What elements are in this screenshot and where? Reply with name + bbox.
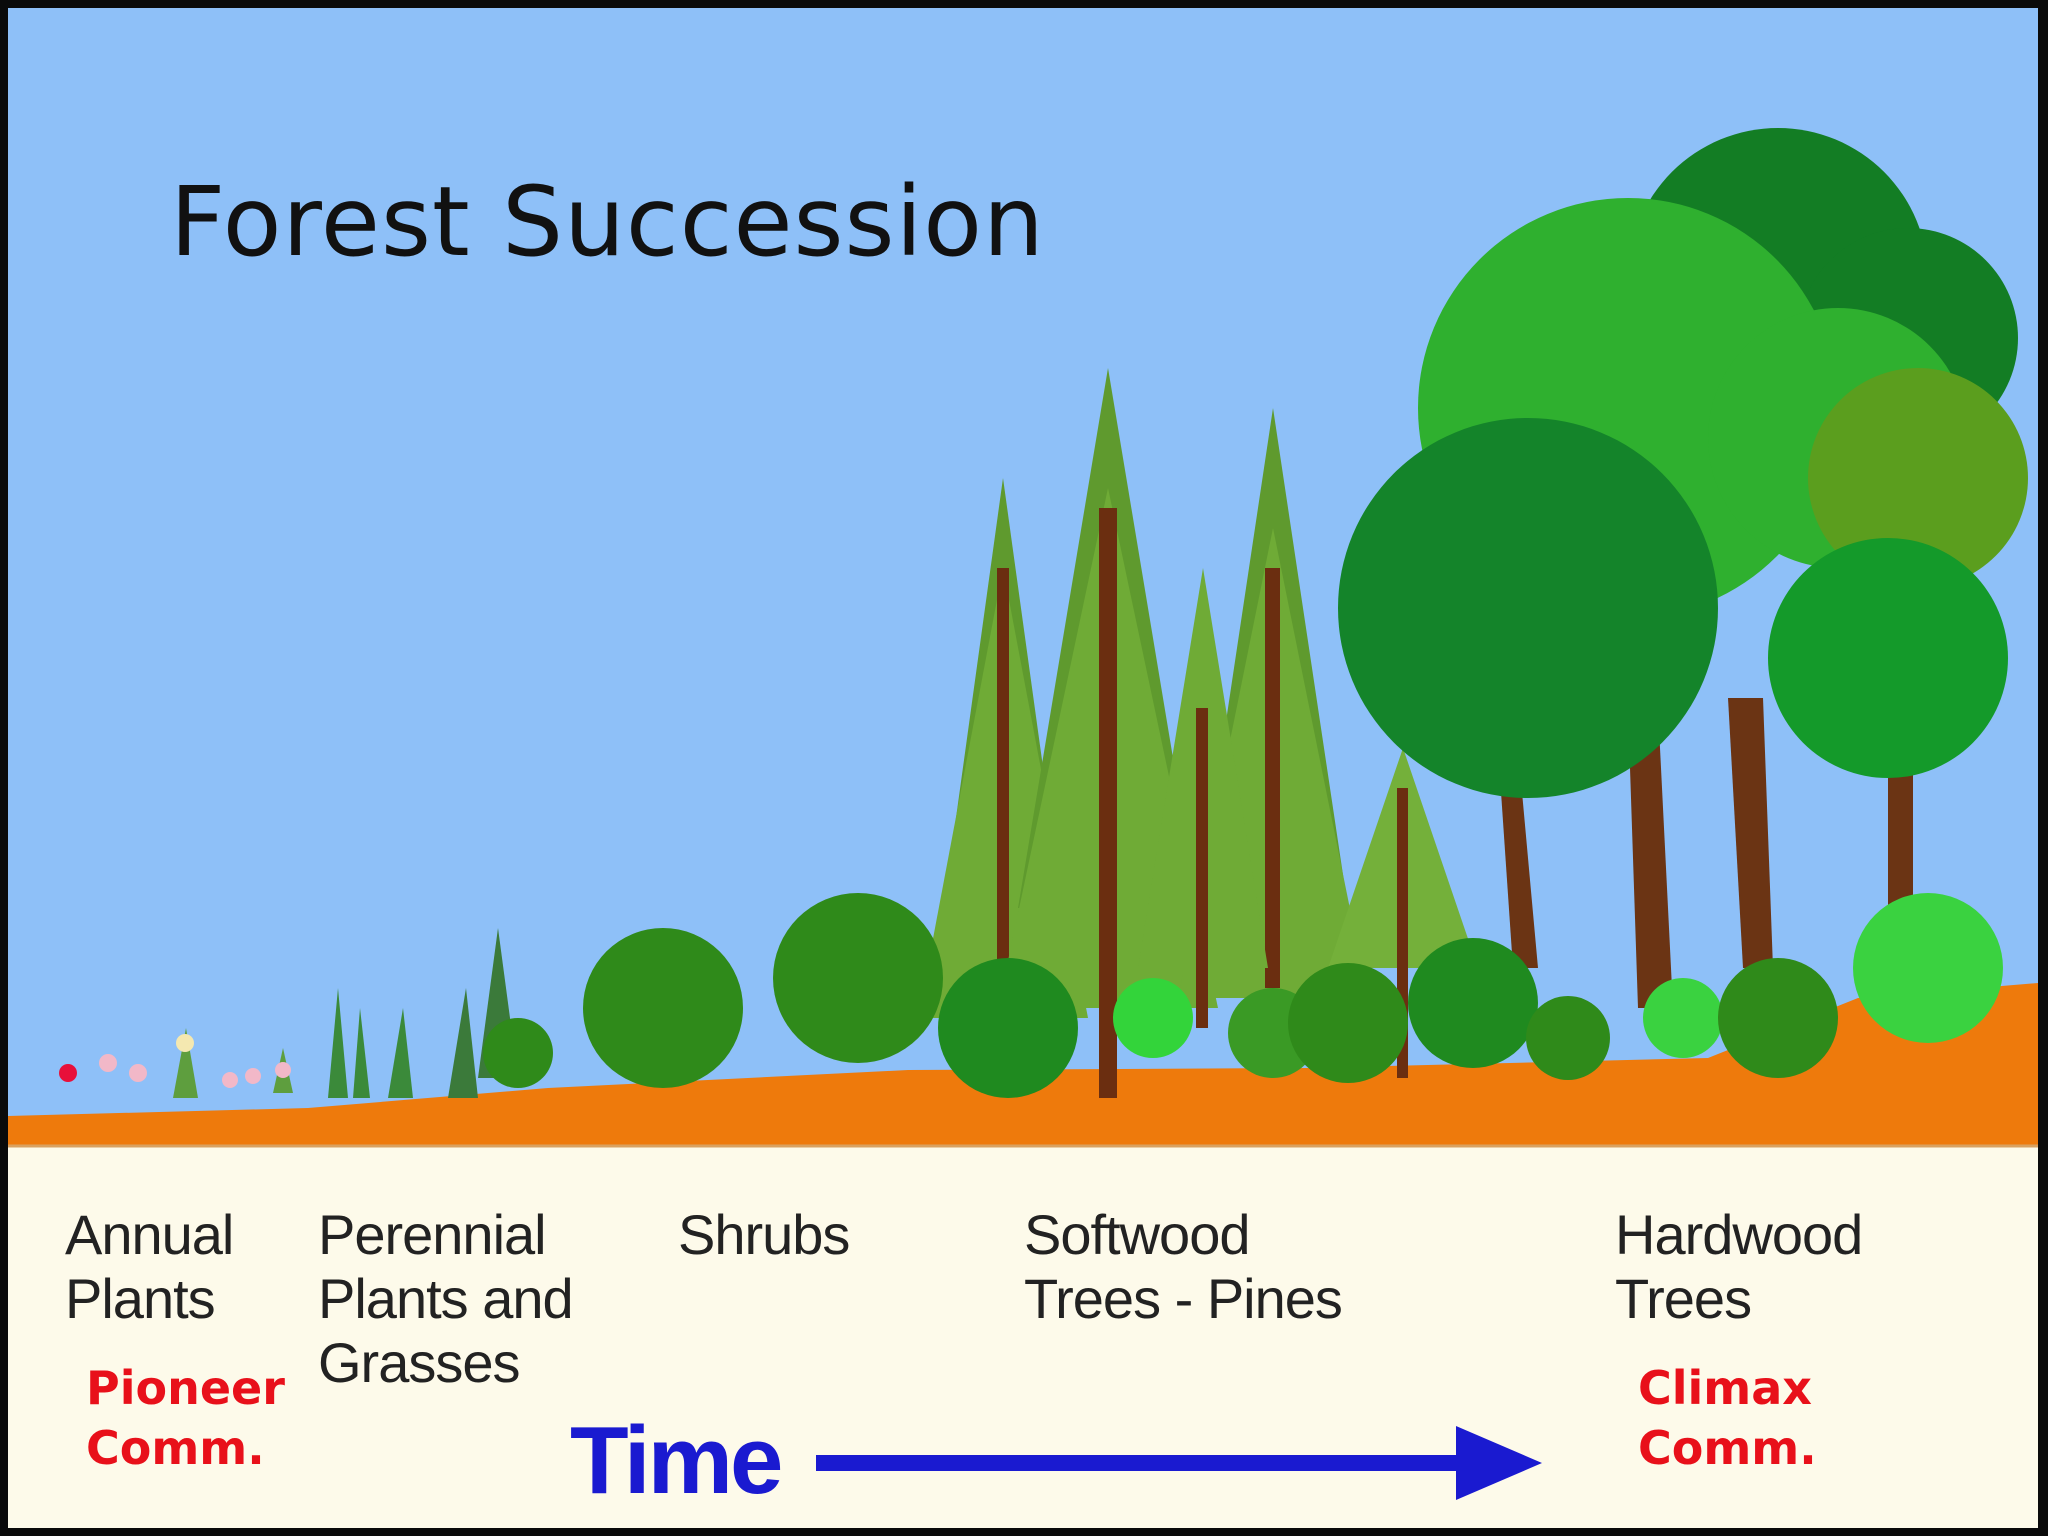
time-arrow-icon [816,1426,1542,1500]
grasses-and-annual-plants [59,928,553,1098]
pine-tree [1138,568,1268,1028]
shrubs [583,893,2003,1098]
slide-frame: Forest Succession Annual Plants Perennia… [8,8,2038,1528]
succession-scene [8,128,2038,1148]
pine-trees [918,368,1478,1098]
stage-label-perennial-plants: Perennial Plants and Grasses [318,1203,574,1394]
slide-title: Forest Succession [170,166,1045,278]
stage-label-softwood-trees: Softwood Trees - Pines [1024,1203,1343,1330]
stage-label-annual-plants: Annual Plants [65,1203,234,1330]
stage-label-shrubs: Shrubs [678,1203,850,1266]
soil-ground [8,983,2038,1146]
time-label: Time [570,1407,783,1514]
hardwood-trees [1338,128,2028,1008]
pine-tree [1328,748,1478,1078]
climax-community-label: Climax Comm. [1638,1361,1817,1475]
pioneer-community-label: Pioneer Comm. [86,1361,285,1475]
stage-label-hardwood-trees: Hardwood Trees [1615,1203,1863,1330]
